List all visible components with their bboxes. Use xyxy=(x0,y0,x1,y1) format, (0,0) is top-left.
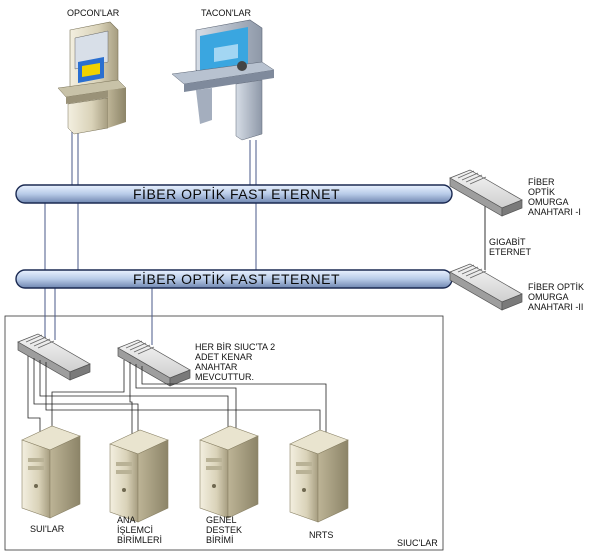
server-genel-line-2: DESTEK xyxy=(206,525,243,535)
gigabit-label: GIGABİT ETERNET xyxy=(489,237,531,257)
bus-bottom-label: FİBER OPTİK FAST ETERNET xyxy=(133,271,340,287)
fiber-bus-top xyxy=(15,184,453,204)
server-ana xyxy=(109,429,169,523)
server-genel-line-1: GENEL xyxy=(206,515,237,525)
opcon-console xyxy=(57,21,127,135)
server-ana-label: ANA İŞLEMCİ BİRİMLERİ xyxy=(117,515,162,545)
switch-1-line-1: FİBER xyxy=(528,177,555,187)
edge-note-line-4: MEVCUTTUR. xyxy=(195,372,254,382)
edge-note-line-1: HER BİR SIUC'TA 2 xyxy=(195,342,276,352)
edge-switch-2 xyxy=(117,339,191,387)
switch-2-label: FİBER OPTİK OMURGA ANAHTARI -II xyxy=(528,282,584,312)
server-genel xyxy=(199,425,259,519)
edge-note: HER BİR SIUC'TA 2 ADET KENAR ANAHTAR MEV… xyxy=(195,342,275,382)
gigabit-line-2: ETERNET xyxy=(489,247,532,257)
backbone-switch-2 xyxy=(449,263,523,311)
server-sui xyxy=(21,425,81,519)
siuc-frame xyxy=(4,315,444,551)
server-nrts-label: NRTS xyxy=(309,530,334,540)
server-ana-line-3: BİRİMLERİ xyxy=(117,535,163,545)
server-wiring xyxy=(27,356,327,440)
tacon-label: TACON'LAR xyxy=(201,8,252,18)
gigabit-line-1: GIGABİT xyxy=(489,237,526,247)
switch-2-line-3: ANAHTARI -II xyxy=(528,302,584,312)
server-ana-line-2: İŞLEMCİ xyxy=(117,525,154,535)
edge-note-line-2: ADET KENAR xyxy=(195,352,253,362)
tacon-console xyxy=(171,19,275,141)
switch-1-label: FİBER OPTİK OMURGA ANAHTARI -I xyxy=(528,177,581,217)
switch-2-line-1: FİBER OPTİK xyxy=(528,282,585,292)
edge-note-line-3: ANAHTAR xyxy=(195,362,238,372)
switch-1-line-3: OMURGA xyxy=(528,197,569,207)
switch-2-line-2: OMURGA xyxy=(528,292,569,302)
switch-1-line-4: ANAHTARI -I xyxy=(528,207,581,217)
server-ana-line-1: ANA xyxy=(117,515,136,525)
edge-switch-1 xyxy=(17,333,91,381)
bus-top-label: FİBER OPTİK FAST ETERNET xyxy=(133,186,340,202)
switch-1-line-2: OPTİK xyxy=(528,187,556,197)
backbone-switch-1 xyxy=(449,169,523,217)
server-sui-label: SUI'LAR xyxy=(30,524,65,534)
server-genel-label: GENEL DESTEK BİRİMİ xyxy=(206,515,242,545)
server-nrts xyxy=(289,429,349,523)
server-genel-line-3: BİRİMİ xyxy=(206,535,234,545)
console-uplinks xyxy=(71,130,257,275)
opcon-label: OPCON'LAR xyxy=(67,8,120,18)
siuc-label: SIUC'LAR xyxy=(397,538,438,548)
